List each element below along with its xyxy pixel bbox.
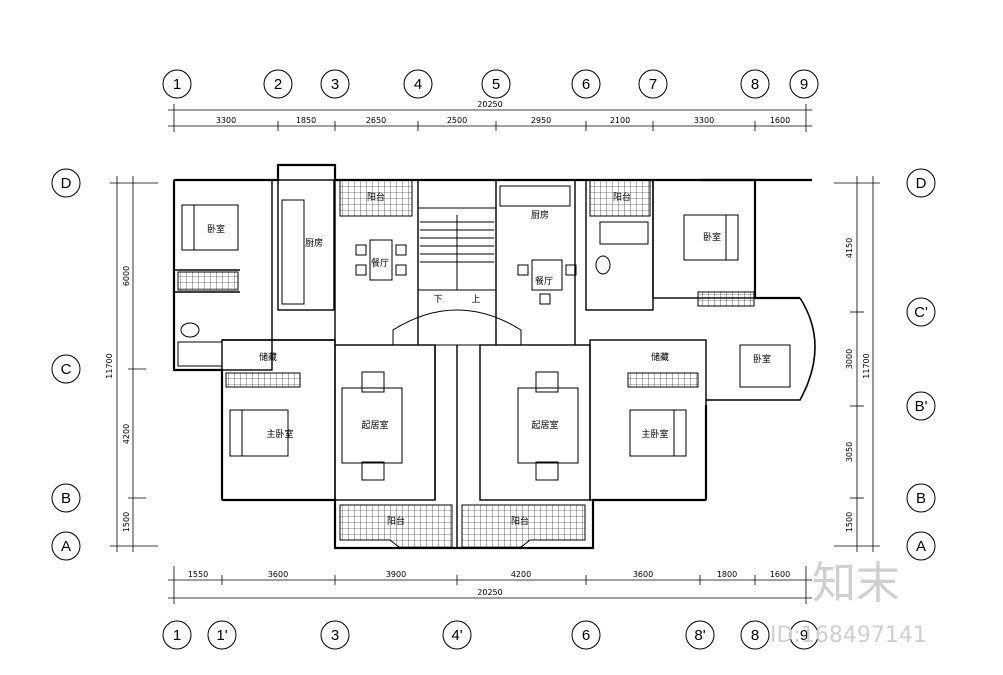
dim-left-total: 11700 xyxy=(105,353,114,378)
dim-left-seg-1: 6000 xyxy=(122,266,131,286)
room-label-bedroom-left: 卧室 xyxy=(207,223,225,235)
grid-label-bottom-9: 9 xyxy=(800,627,808,644)
dim-bottom-seg-4: 4200 xyxy=(511,570,531,579)
dim-bottom-seg-7: 1600 xyxy=(770,570,790,579)
balcony-top-left xyxy=(339,179,413,217)
grid-label-top-5: 5 xyxy=(492,76,500,93)
room-label-living-right: 起居室 xyxy=(531,419,558,431)
grid-label-top-1: 1 xyxy=(173,76,181,93)
dim-top-seg-2: 1850 xyxy=(296,116,316,125)
bottom-grid-bubbles xyxy=(162,620,819,650)
stair-core xyxy=(392,207,522,346)
dim-bottom-total: 20250 xyxy=(477,588,502,597)
room-label-kitchen-right: 厨房 xyxy=(531,209,549,221)
dim-top-seg-4: 2500 xyxy=(447,116,467,125)
room-label-kitchen-left: 厨房 xyxy=(305,237,323,249)
wardrobe-bedroom-left xyxy=(177,271,239,291)
grid-label-bottom-4-prime: 4' xyxy=(451,627,462,644)
grid-label-left-D: D xyxy=(61,175,72,192)
dim-right-seg-2: 3000 xyxy=(845,349,854,369)
grid-label-right-C-prime: C' xyxy=(914,304,928,321)
watermark-brand: 知末 xyxy=(812,558,900,609)
grid-label-left-C: C xyxy=(61,361,72,378)
grid-label-bottom-6: 6 xyxy=(582,627,590,644)
wardrobe-left xyxy=(225,372,301,388)
dim-bottom-seg-3: 3900 xyxy=(386,570,406,579)
room-label-balcony-right: 阳台 xyxy=(613,191,631,203)
grid-label-bottom-1-prime: 1' xyxy=(216,627,227,644)
dim-bottom-seg-2: 3600 xyxy=(268,570,288,579)
dim-top-total: 20250 xyxy=(477,100,502,109)
room-label-storage-right: 储藏 xyxy=(651,351,669,363)
room-label-bedroom-right: 卧室 xyxy=(703,231,721,243)
grid-label-right-B: B xyxy=(916,490,926,507)
grid-label-top-6: 6 xyxy=(582,76,590,93)
room-label-balcony-left: 阳台 xyxy=(367,191,385,203)
left-grid-bubbles xyxy=(51,168,81,561)
furniture-beds xyxy=(181,204,791,457)
furniture-sofas xyxy=(341,371,579,481)
dim-bottom-seg-1: 1550 xyxy=(188,570,208,579)
room-label-bedroom-right-small: 卧室 xyxy=(753,353,771,365)
dim-top-seg-7: 3300 xyxy=(694,116,714,125)
grid-label-top-8: 8 xyxy=(751,76,759,93)
dim-right-seg-1: 4150 xyxy=(845,238,854,258)
dim-top-seg-8: 1600 xyxy=(770,116,790,125)
dim-left-seg-3: 1500 xyxy=(122,512,131,532)
right-dimension-lines xyxy=(834,176,880,552)
dim-right-seg-4: 1500 xyxy=(845,512,854,532)
balcony-bottom-right xyxy=(461,504,586,549)
watermark-id: ID:168497141 xyxy=(770,623,927,648)
top-grid-bubbles xyxy=(162,69,819,99)
dim-top-seg-1: 3300 xyxy=(216,116,236,125)
furniture-dining-tables xyxy=(355,239,577,305)
grid-label-right-D: D xyxy=(916,175,927,192)
grid-label-left-A: A xyxy=(61,538,71,555)
room-label-master-right: 主卧室 xyxy=(641,428,668,440)
stair-up-label: 上 xyxy=(471,294,480,305)
dim-left-seg-2: 4200 xyxy=(122,424,131,444)
bottom-dimension-lines xyxy=(168,566,812,604)
dim-right-seg-3: 3050 xyxy=(845,442,854,462)
dim-top-seg-3: 2650 xyxy=(366,116,386,125)
wardrobe-right xyxy=(627,372,699,388)
balcony-bottom-left xyxy=(339,504,453,549)
top-dimension-lines xyxy=(168,104,812,132)
room-label-dining-left: 餐厅 xyxy=(371,257,389,269)
balcony-top-right xyxy=(589,179,651,217)
grid-label-top-3: 3 xyxy=(331,76,339,93)
bay-window-right xyxy=(706,297,816,401)
furniture-kitchen-bath xyxy=(177,185,649,367)
room-label-storage-left: 储藏 xyxy=(259,351,277,363)
room-label-master-left: 主卧室 xyxy=(266,428,293,440)
room-label-dining-right: 餐厅 xyxy=(535,275,553,287)
grid-label-top-7: 7 xyxy=(649,76,657,93)
grid-label-top-9: 9 xyxy=(800,76,808,93)
grid-label-bottom-1: 1 xyxy=(173,627,181,644)
wardrobe-bedroom-right xyxy=(697,291,755,307)
room-label-living-left: 起居室 xyxy=(361,419,388,431)
grid-label-right-A: A xyxy=(916,538,926,555)
grid-label-top-4: 4 xyxy=(414,76,422,93)
room-label-balcony-bottom-left: 阳台 xyxy=(387,515,405,527)
dim-top-seg-6: 2100 xyxy=(610,116,630,125)
left-dimension-lines xyxy=(110,176,158,552)
room-label-balcony-bottom-right: 阳台 xyxy=(511,515,529,527)
stair-down-label: 下 xyxy=(433,295,442,305)
right-grid-bubbles xyxy=(906,168,936,561)
grid-label-bottom-3: 3 xyxy=(331,627,339,644)
dim-right-total: 11700 xyxy=(862,353,871,378)
dim-top-seg-5: 2950 xyxy=(531,116,551,125)
dim-bottom-seg-6: 1800 xyxy=(717,570,737,579)
grid-label-right-B-prime: B' xyxy=(915,398,928,415)
grid-label-left-B: B xyxy=(61,490,71,507)
dim-bottom-seg-5: 3600 xyxy=(633,570,653,579)
grid-label-bottom-8: 8 xyxy=(751,627,759,644)
grid-label-bottom-8-prime: 8' xyxy=(694,627,705,644)
grid-label-top-2: 2 xyxy=(274,76,282,93)
